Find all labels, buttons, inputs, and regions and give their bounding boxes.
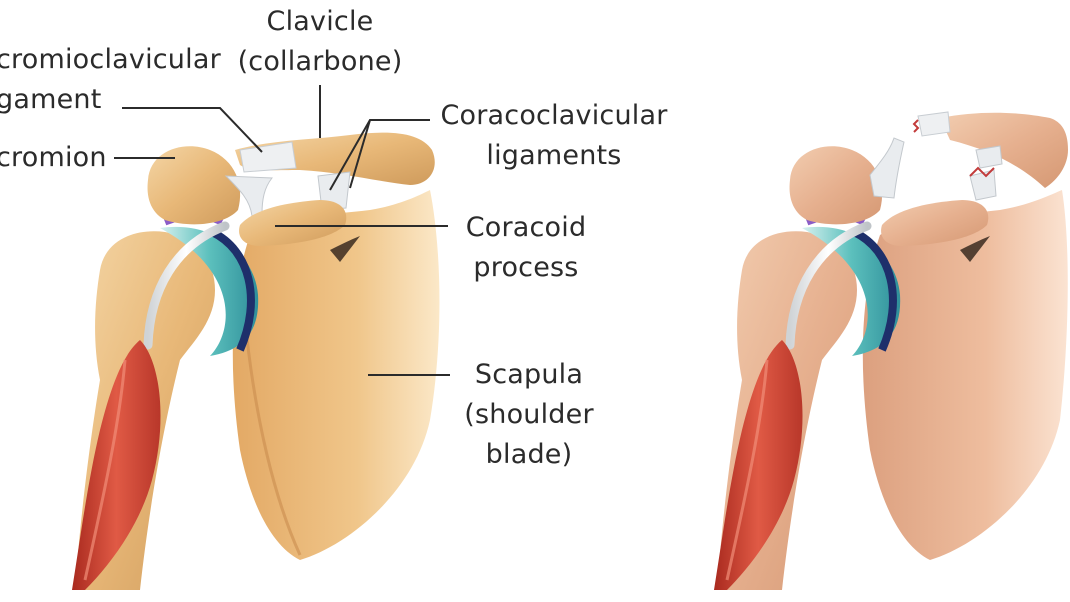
label-ac-ligament-line1: cromioclavicular: [0, 44, 221, 75]
acromion-bone-injured: [789, 146, 883, 225]
label-scapula-line1: Scapula: [474, 359, 584, 390]
clavicle-bone-displaced: [940, 112, 1068, 188]
label-acromion-line1: cromion: [0, 142, 107, 173]
leader-coracoclavicular-2: [349, 119, 371, 189]
acromion-bone: [147, 146, 241, 225]
torn-coracoclavicular-ligament-1: [869, 137, 905, 199]
label-scapula: Scapula (shoulder blade): [454, 355, 604, 475]
biceps-muscle: [72, 340, 161, 590]
label-coracoid-line1: Coracoid: [465, 212, 587, 243]
scapula-bone-injured: [862, 190, 1068, 560]
label-clavicle: Clavicle: [250, 2, 390, 42]
glenoid-cartilage: [160, 226, 259, 356]
scapula-bone: [232, 190, 440, 560]
biceps-tendon: [143, 221, 230, 350]
injured-shoulder: [714, 111, 1068, 591]
ac-ligament: [239, 141, 297, 173]
coracoid-process-bone-injured: [881, 200, 989, 246]
torn-ac-ligament: [917, 111, 951, 137]
label-ac-ligament-line2: gament: [0, 84, 102, 115]
label-coracoid: Coracoid process: [456, 208, 596, 288]
label-clavicle-line2: (collarbone): [237, 46, 403, 77]
normal-shoulder: [72, 132, 440, 591]
label-coracoid-line2: process: [473, 252, 579, 283]
label-ac-ligament: cromioclavicular gament: [0, 40, 221, 120]
label-clavicle-line1: Clavicle: [266, 6, 374, 37]
label-coracoclavicular-line1: Coracoclavicular: [440, 100, 668, 131]
torn-coracoclavicular-ligament-3: [975, 145, 1003, 169]
label-coracoclavicular-line2: ligaments: [486, 140, 622, 171]
biceps-tendon-injured: [785, 221, 872, 350]
label-scapula-line3: blade): [485, 439, 573, 470]
label-coracoclavicular: Coracoclavicular ligaments: [436, 96, 672, 176]
label-clavicle-sub: (collarbone): [232, 42, 408, 82]
torn-coracoclavicular-ligament-2: [969, 169, 997, 201]
label-scapula-line2: (shoulder: [464, 399, 594, 430]
coracoid-process-bone: [239, 200, 347, 246]
label-acromion: cromion: [0, 138, 107, 178]
leader-lines: [114, 85, 450, 376]
glenoid-cartilage-injured: [802, 226, 901, 356]
leader-ac-ligament: [122, 107, 263, 153]
biceps-muscle-injured: [714, 340, 803, 590]
